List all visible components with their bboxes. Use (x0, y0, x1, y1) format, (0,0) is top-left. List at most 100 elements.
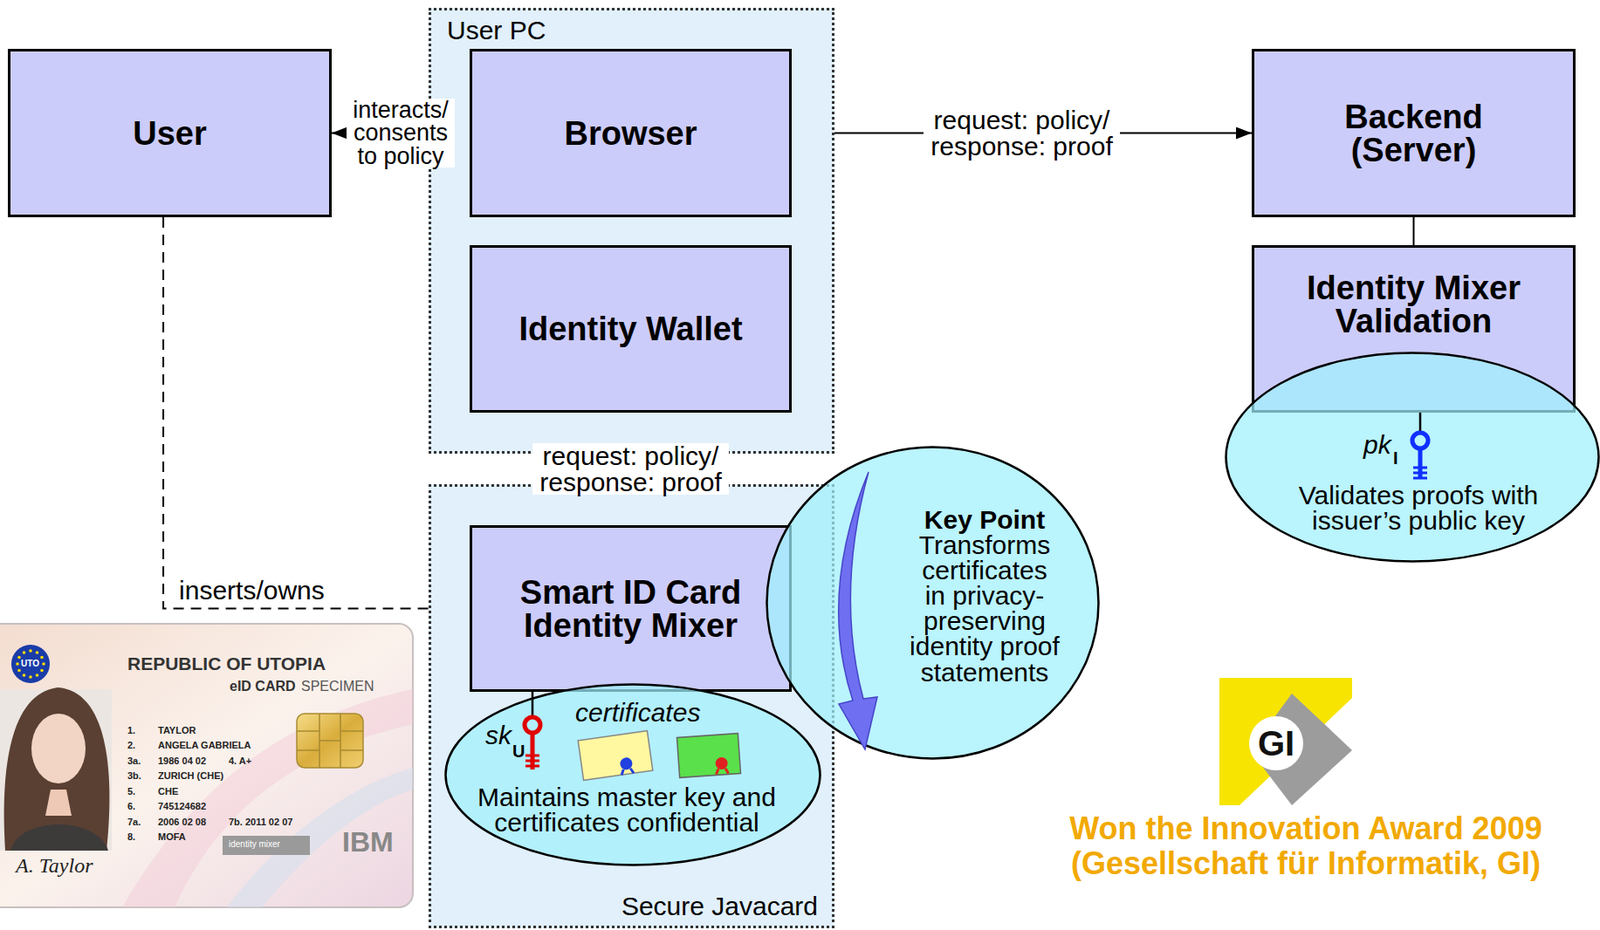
card-subheading: eID CARD (229, 679, 296, 695)
master-key-icon (531, 692, 535, 717)
portrait-photo (31, 714, 86, 784)
eu-flag (40, 656, 44, 660)
keypoint-heading: Key Point (908, 507, 1060, 533)
chip-symbol (296, 714, 364, 769)
public-key-icon (1419, 412, 1422, 433)
card-logo: IBM (342, 827, 394, 859)
ellipse-text: Validates proofs with issuer’s public ke… (1287, 482, 1550, 534)
box-title: Browser (563, 116, 697, 151)
card-brand: identity mixer (228, 839, 281, 850)
keypoint-body: Transforms certificates in privacy-prese… (908, 532, 1060, 686)
transform-arrow (838, 472, 878, 750)
card-subheading: SPECIMEN (301, 679, 375, 695)
eu-flag (35, 673, 40, 678)
field-value: ZURICH (CHE) (157, 770, 224, 782)
field-value: 1986 04 02 (157, 755, 207, 767)
connector (1413, 217, 1415, 246)
actor-box: User (7, 48, 332, 218)
eu-flag (17, 669, 21, 673)
eu-flag (22, 651, 27, 655)
master-key-icon (524, 692, 541, 770)
gi-logo (1219, 678, 1353, 806)
field-value: CHE (157, 786, 179, 797)
edge-label: request: policy/ response: proof (532, 443, 729, 495)
region-title: User PC (446, 15, 546, 45)
field-number: 8. (127, 831, 136, 843)
eu-flag (41, 662, 46, 667)
field-value: TAYLOR (157, 725, 196, 736)
portrait-photo (0, 687, 112, 852)
field-value: 745124682 (157, 801, 207, 812)
portrait-photo (10, 824, 109, 852)
box-title: Identity Wallet (518, 312, 742, 346)
subscript: I (1393, 448, 1399, 468)
ellipse-shape (1226, 353, 1600, 563)
eu-flag (17, 656, 21, 660)
certificate-green (715, 768, 728, 775)
keypoint-text: Key PointTransforms certificates in priv… (908, 507, 1060, 686)
eu-flag (11, 645, 50, 684)
process-box: Browser (469, 48, 792, 218)
certificate-green (676, 734, 741, 779)
ellipse-text: Maintains master key and certificates co… (469, 784, 784, 836)
gi-logo (1249, 716, 1304, 771)
eu-flag (11, 645, 50, 684)
field-number: 3b. (127, 770, 142, 782)
card-band (222, 836, 310, 856)
field-number: 7a. (127, 817, 141, 828)
math-symbol: pk (1363, 430, 1392, 460)
public-key-icon (1412, 432, 1429, 449)
subscript: U (512, 741, 525, 762)
id-card (122, 689, 413, 908)
eu-flag (28, 675, 33, 680)
master-key-icon (530, 733, 536, 770)
keypoint-ellipse: Key PointTransforms certificates in priv… (765, 446, 1100, 761)
flag-text: UTO (20, 659, 40, 669)
card-heading: REPUBLIC OF UTOPIA (127, 653, 326, 674)
chip-symbol (296, 714, 364, 769)
region-title: Secure Javacard (621, 892, 818, 921)
dashed-connector (163, 217, 470, 610)
math-symbol: sk (485, 721, 512, 750)
id-card (0, 624, 413, 908)
certificate-green (676, 734, 741, 779)
field-number: 6. (127, 801, 136, 812)
master-key-icon (525, 755, 540, 767)
box-title: Backend (Server) (1300, 100, 1528, 167)
master-key-icon (524, 717, 541, 734)
award-text: (Gesellschaft für Informatik, GI) (1000, 846, 1600, 882)
info-ellipse: Validates proofs with issuer’s public ke… (1224, 351, 1600, 564)
certificate-yellow (620, 768, 634, 776)
logo-text: GI (1257, 724, 1295, 763)
public-key-icon (1412, 412, 1429, 479)
gi-logo (1249, 693, 1353, 806)
ellipse-shape (767, 447, 1099, 760)
gi-logo (1219, 678, 1353, 806)
server-box: Backend (Server) (1251, 48, 1576, 218)
ellipse-shape (446, 685, 821, 866)
field-value: ANGELA GABRIELA (157, 740, 252, 751)
box-title: Identity Mixer Validation (1265, 271, 1563, 338)
region-panel: User PC BrowserIdentity Wallet (428, 7, 835, 454)
process-box: Identity Wallet (469, 245, 792, 413)
award-text: Won the Innovation Award 2009 (1000, 811, 1600, 847)
icon-caption: certificates (575, 698, 701, 728)
eu-flag (15, 662, 20, 667)
signature: A. Taylor (15, 854, 93, 878)
public-key-icon (1413, 467, 1428, 479)
field-value: 2006 02 08 (157, 817, 207, 828)
field-number: 1. (127, 725, 136, 736)
chip-symbol (296, 714, 364, 769)
certificate-yellow (577, 731, 653, 782)
portrait-photo (4, 687, 110, 852)
eu-flag (40, 669, 44, 673)
field-value: 7b. 2011 02 07 (228, 817, 293, 828)
field-value: 4. A+ (228, 755, 252, 767)
field-number: 2. (127, 740, 136, 751)
portrait-photo (45, 789, 72, 817)
edge-label: inserts/owns (178, 577, 325, 604)
id-card (0, 624, 413, 908)
eu-flag (35, 651, 40, 655)
field-number: 3a. (127, 755, 141, 767)
field-number: 5. (127, 786, 136, 797)
